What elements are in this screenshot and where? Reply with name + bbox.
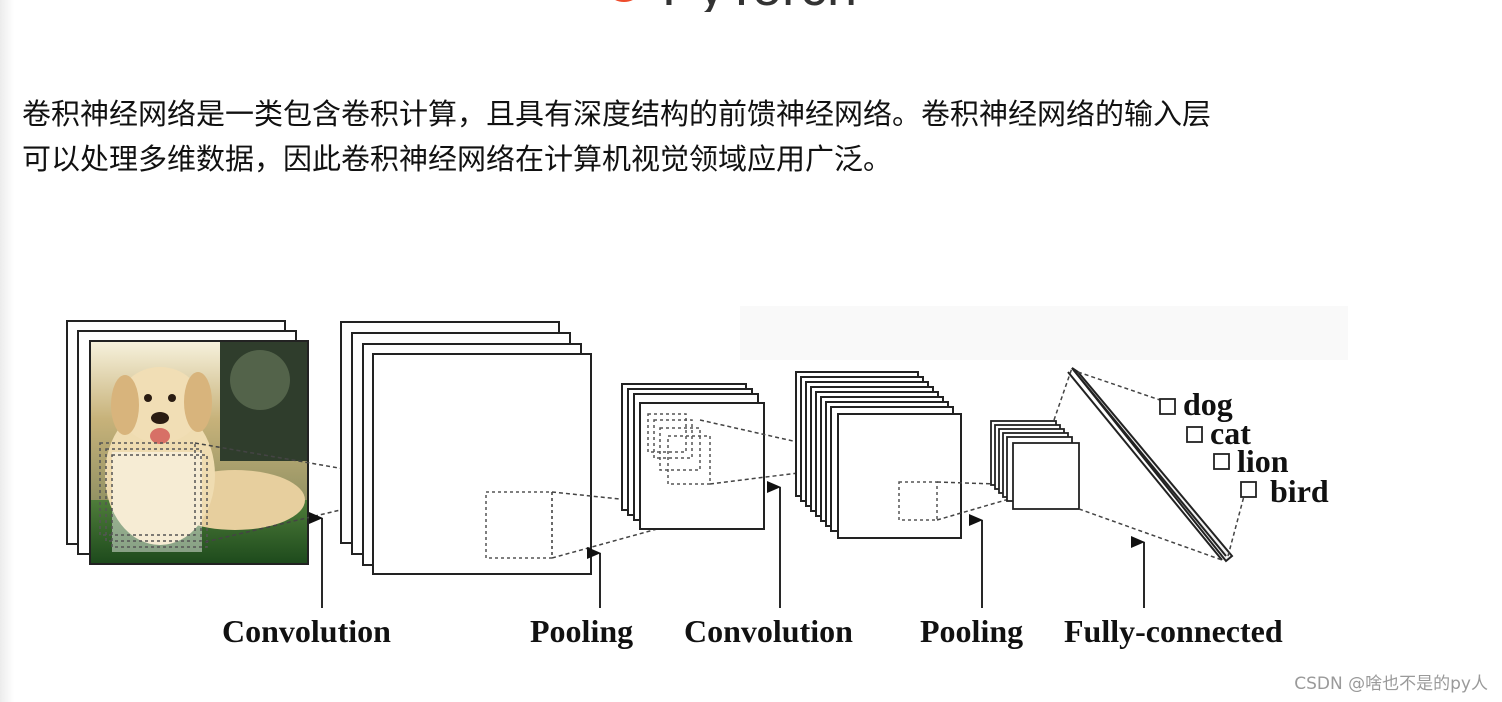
output-box-cat	[1186, 426, 1203, 443]
projection-input-conv1	[194, 442, 443, 543]
conv1-receptive-field	[485, 491, 553, 559]
intro-line-1: 卷积神经网络是一类包含卷积计算，且具有深度结构的前馈神经网络。卷积神经网络的输入…	[22, 97, 1212, 131]
pool1-receptive-fields	[647, 413, 711, 485]
label-pooling-2: Pooling	[920, 613, 1023, 649]
input-receptive-fields	[99, 442, 208, 548]
output-labels: dog cat lion bird	[1183, 386, 1329, 509]
label-convolution-1: Convolution	[222, 613, 391, 649]
fully-connected-layer	[1067, 367, 1234, 563]
label-fully-connected: Fully-connected	[1064, 613, 1283, 649]
output-box-lion	[1213, 453, 1230, 470]
input-frame	[89, 340, 309, 565]
stage-arrows	[309, 481, 1145, 608]
conv2-receptive-field	[898, 481, 938, 521]
dog-photo	[90, 341, 308, 564]
label-pooling-1: Pooling	[530, 613, 633, 649]
intro-line-2: 可以处理多维数据，因此卷积神经网络在计算机视觉领域应用广泛。	[22, 142, 893, 176]
diagram-background	[740, 306, 1348, 360]
output-label-bird: bird	[1270, 473, 1329, 509]
csdn-watermark: CSDN @啥也不是的py人	[1294, 674, 1488, 694]
projection-fc-outputs	[1077, 371, 1245, 557]
output-checkboxes	[1159, 398, 1257, 498]
header: PyTorch	[604, 0, 857, 12]
stage-labels: Convolution Pooling Convolution Pooling …	[222, 613, 1283, 649]
label-convolution-2: Convolution	[684, 613, 853, 649]
conv1-stack	[340, 321, 592, 575]
output-box-dog	[1159, 398, 1176, 415]
pool2-stack	[990, 420, 1080, 510]
intro-paragraph: 卷积神经网络是一类包含卷积计算，且具有深度结构的前馈神经网络。卷积神经网络的输入…	[22, 92, 1352, 182]
output-label-cat: cat	[1210, 415, 1251, 451]
page-title: PyTorch	[662, 0, 857, 12]
output-box-bird	[1240, 481, 1257, 498]
output-label-dog: dog	[1183, 386, 1233, 422]
conv2-stack	[795, 371, 962, 539]
pool1-stack	[621, 383, 765, 530]
output-label-lion: lion	[1237, 443, 1289, 479]
projection-pool2-fc	[1053, 367, 1223, 561]
left-edge-shadow	[0, 0, 14, 702]
